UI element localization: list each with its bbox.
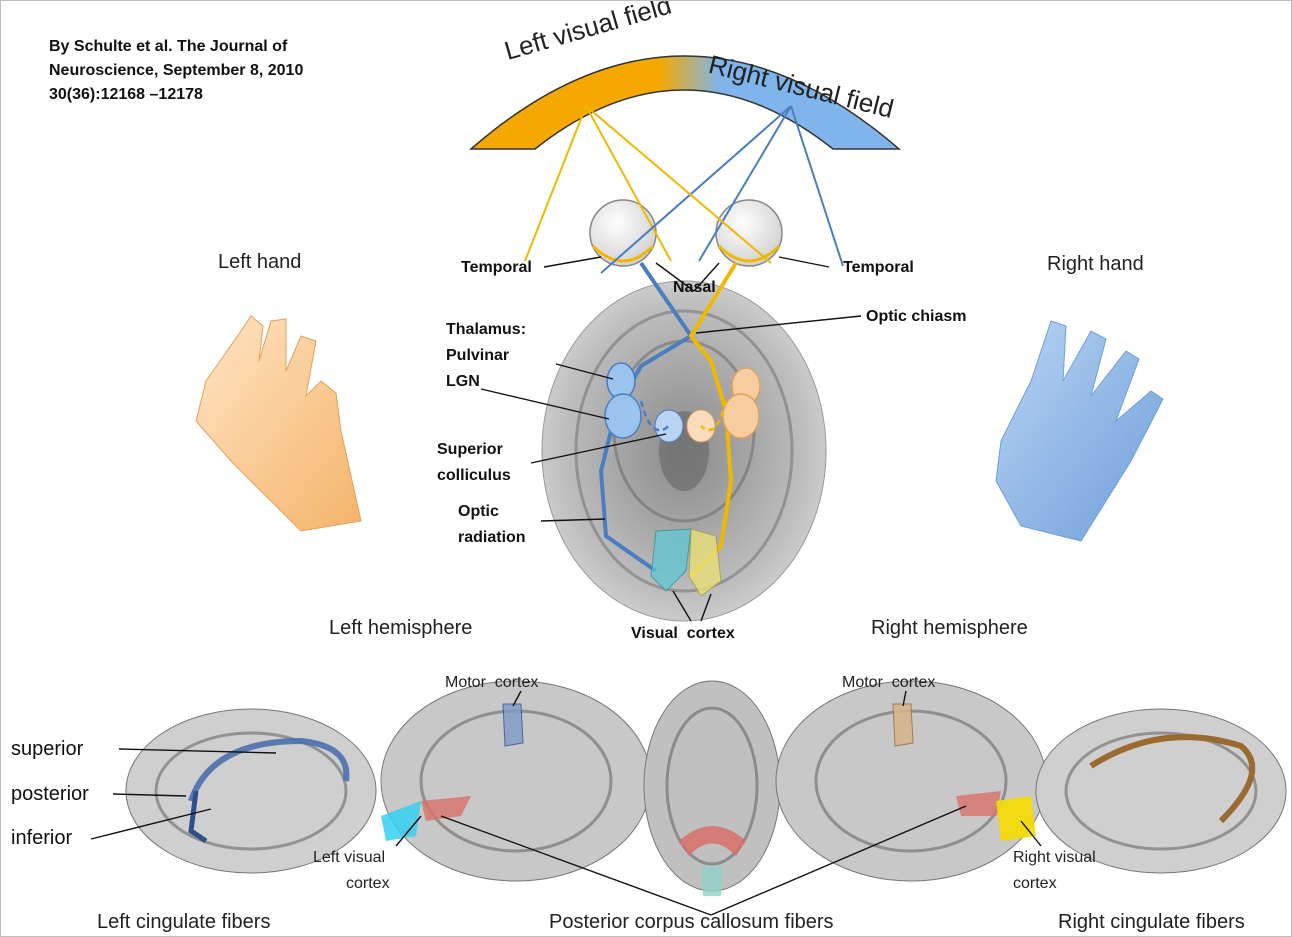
visual-rays	[525, 106, 843, 273]
optic-label: Optic	[458, 503, 499, 521]
right-hand-shape	[996, 321, 1163, 541]
citation-line-2: Neuroscience, September 8, 2010	[49, 59, 409, 83]
thalamus-label: Thalamus:	[446, 321, 526, 339]
pulvinar-label: Pulvinar	[446, 347, 509, 365]
right-hemisphere-label: Right hemisphere	[871, 617, 1028, 640]
colliculus-label: colliculus	[437, 467, 511, 485]
optic-chiasm-label: Optic chiasm	[866, 308, 966, 326]
left-hemisphere-label: Left hemisphere	[329, 617, 472, 640]
radiation-label: radiation	[458, 529, 526, 547]
right-cingulate-label: Right cingulate fibers	[1058, 911, 1245, 934]
right-medial-brain	[776, 681, 1046, 881]
right-hand-label: Right hand	[1047, 253, 1144, 276]
axial-bottom-brain	[644, 681, 780, 896]
inferior-fiber-label: inferior	[11, 827, 72, 850]
visual-cortex-label: Visual cortex	[631, 625, 735, 643]
posterior-fiber-label: posterior	[11, 783, 89, 806]
left-hand-shape	[196, 316, 361, 531]
citation-line-3: 30(36):12168 –12178	[49, 83, 409, 107]
left-visual-cortex-label-2: cortex	[346, 875, 390, 893]
motor-cortex-right-label: Motor cortex	[842, 674, 935, 692]
citation-line-1: By Schulte et al. The Journal of	[49, 35, 409, 59]
citation-block: By Schulte et al. The Journal of Neurosc…	[49, 35, 409, 107]
left-medial-brain	[381, 681, 651, 881]
motor-cortex-left-label: Motor cortex	[445, 674, 538, 692]
left-visual-cortex-label-1: Left visual	[313, 849, 385, 867]
lgn-label: LGN	[446, 373, 480, 391]
superior-fiber-label: superior	[11, 738, 83, 761]
temporal-right-label: Temporal	[843, 259, 914, 277]
right-visual-cortex-label-2: cortex	[1013, 875, 1057, 893]
left-cingulate-label: Left cingulate fibers	[97, 911, 270, 934]
posterior-corpus-callosum-label: Posterior corpus callosum fibers	[549, 911, 834, 934]
superior-label: Superior	[437, 441, 503, 459]
nasal-label: Nasal	[673, 279, 716, 297]
temporal-left-label: Temporal	[461, 259, 532, 277]
right-visual-cortex-label-1: Right visual	[1013, 849, 1096, 867]
left-hand-label: Left hand	[218, 251, 301, 274]
right-eye-shape	[716, 200, 782, 266]
